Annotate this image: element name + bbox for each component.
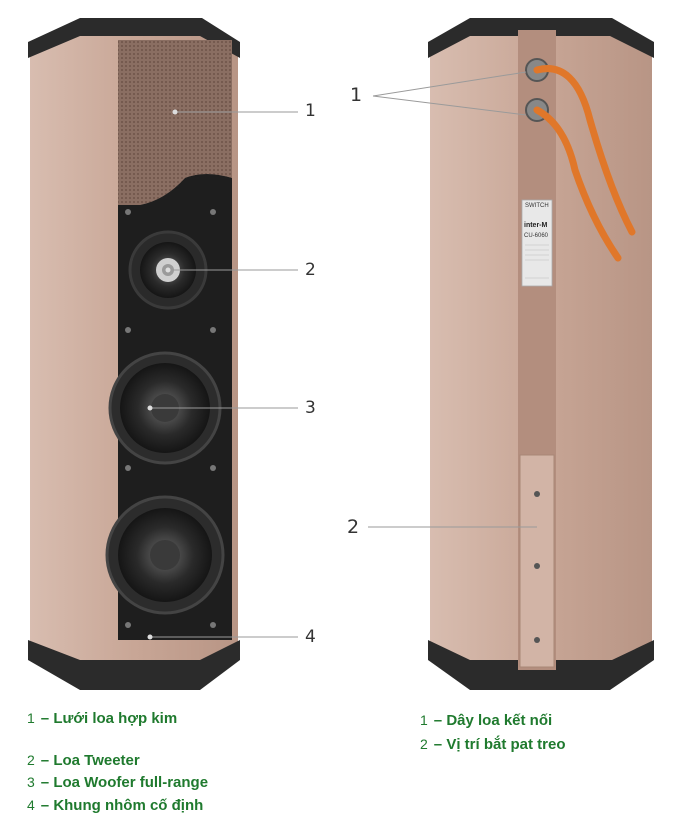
top-cap: [28, 18, 240, 58]
label-model-code: CU-6060: [524, 233, 549, 239]
speaker-cables: [533, 65, 636, 262]
front-callout-3: 3: [305, 398, 316, 418]
back-callout-2: 2: [347, 516, 360, 538]
label-brand: SWITCH: [525, 203, 549, 209]
back-speaker: [368, 18, 654, 690]
front-speaker: [28, 18, 298, 690]
legend-left-item-1: 1– Lưới loa hợp kim: [27, 710, 178, 727]
speaker-grille: [118, 40, 232, 205]
back-callout-1: 1: [350, 84, 363, 106]
legend-left-item-2: 2– Loa Tweeter: [27, 752, 140, 769]
legend-right-item-1: 1– Dây loa kết nối: [420, 712, 553, 729]
label-logo: inter-M: [524, 222, 548, 229]
front-callout-1: 1: [305, 101, 316, 121]
mounting-plate: [519, 454, 555, 668]
legend-right-item-2: 2– Vị trí bắt pat treo: [420, 736, 566, 753]
spec-label: [521, 199, 553, 287]
bottom-cap: [28, 640, 240, 690]
woofer-lower: [105, 495, 225, 615]
front-callout-4: 4: [305, 627, 316, 647]
front-callout-2: 2: [305, 260, 316, 280]
legend-left-item-3: 3– Loa Woofer full-range: [27, 774, 209, 791]
legend-left-item-4: 4– Khung nhôm cố định: [27, 797, 204, 814]
product-illustration: [28, 18, 654, 690]
top-cap: [428, 18, 654, 58]
